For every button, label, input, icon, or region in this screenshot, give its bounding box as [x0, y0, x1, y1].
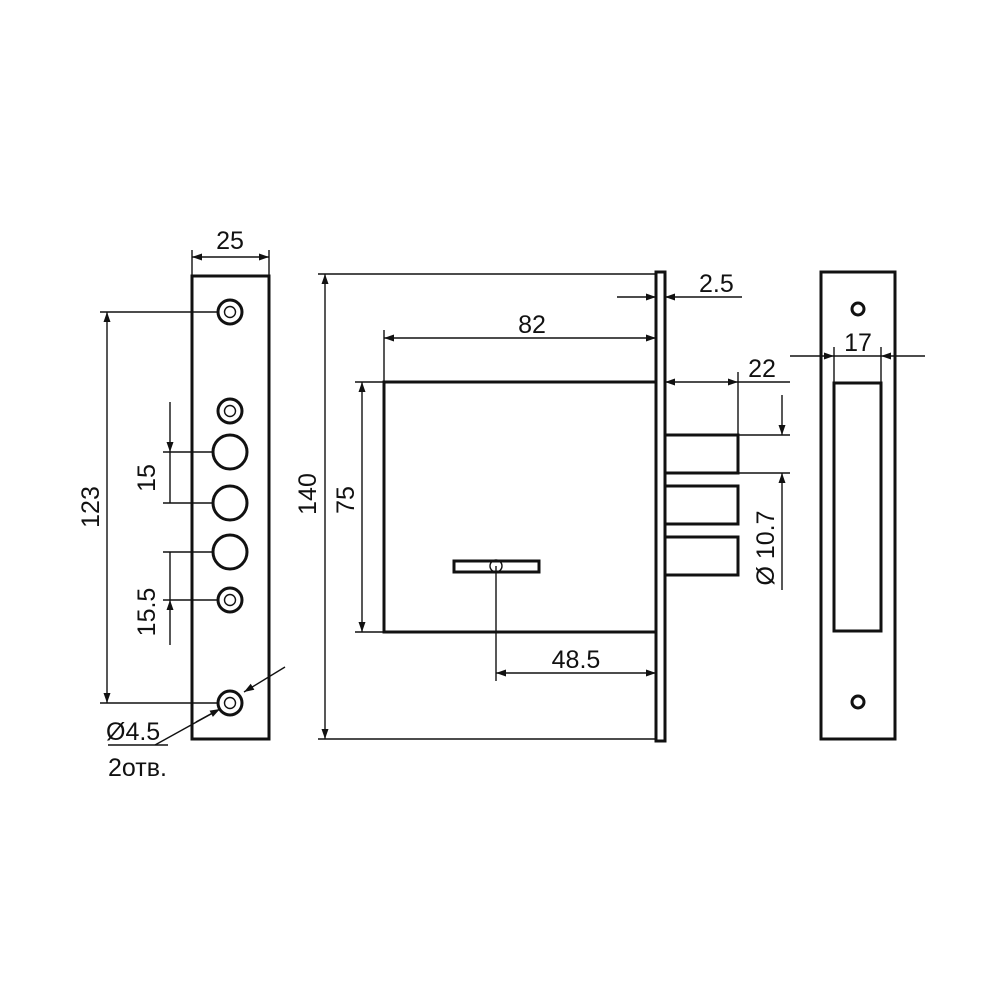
fixing-hole-spacing-dimension: 123: [77, 311, 218, 704]
fixing-hole-spacing-label: 123: [77, 486, 105, 528]
faceplate-outline: [190, 274, 271, 741]
bottom-offset-label: 15.5: [133, 588, 161, 637]
bottom-offset-dimension: 15.5: [133, 552, 218, 645]
backset-label: 82: [518, 311, 546, 339]
overall-height-label: 140: [294, 473, 322, 515]
bolt-throw-dimension: 22: [665, 355, 790, 435]
strike-plate-outline: [819, 270, 897, 741]
bolt-hole-1: [211, 433, 249, 471]
case-height-label: 75: [332, 486, 360, 514]
screw-hole-upper: [216, 397, 244, 425]
bolt-3: [663, 535, 740, 577]
keyhole-offset-label: 48.5: [552, 646, 601, 674]
bolt-hole-2: [211, 484, 249, 522]
faceplate-thickness-dimension: 2.5: [617, 270, 742, 301]
bolt-2: [663, 484, 740, 526]
backset-dimension: 82: [383, 311, 656, 382]
bolt-throw-label: 22: [748, 355, 776, 383]
bolt-diameter-dimension: Ø 10.7: [738, 395, 790, 590]
bolt-hole-3: [211, 533, 249, 571]
faceplate-width-label: 25: [216, 227, 244, 255]
hole-count-label: 2отв.: [108, 754, 167, 782]
strike-width-label: 17: [844, 329, 872, 357]
screw-hole-bottom: [216, 689, 244, 717]
strike-screw-hole-bottom: [850, 694, 866, 710]
strike-screw-hole-top: [850, 301, 866, 317]
strike-width-dimension: 17: [790, 329, 925, 383]
case-height-dimension: 75: [332, 381, 384, 633]
strike-opening: [832, 381, 883, 633]
lock-case: [382, 380, 658, 634]
hole-diameter-label: Ø4.5: [106, 718, 160, 746]
lock-body-view: 140 75 82 2.5 22: [294, 270, 790, 743]
screw-hole-lower: [216, 586, 244, 614]
bolt-pitch-label: 15: [133, 464, 161, 492]
overall-height-dimension: 140: [294, 273, 656, 740]
faceplate-width-dimension: 25: [191, 227, 270, 276]
hole-diameter-callout: Ø4.5 2отв.: [106, 666, 286, 782]
screw-hole-top: [216, 298, 244, 326]
strike-plate-view: 17: [790, 270, 925, 741]
faceplate-thickness-label: 2.5: [699, 270, 734, 298]
bolt-pitch-dimension: 15: [133, 402, 213, 553]
faceplate-view: 25 123 15 15.5: [77, 227, 286, 782]
bolt-1: [663, 433, 740, 475]
keyhole-offset-dimension: 48.5: [495, 566, 656, 681]
bolt-diameter-label: Ø 10.7: [752, 510, 780, 585]
